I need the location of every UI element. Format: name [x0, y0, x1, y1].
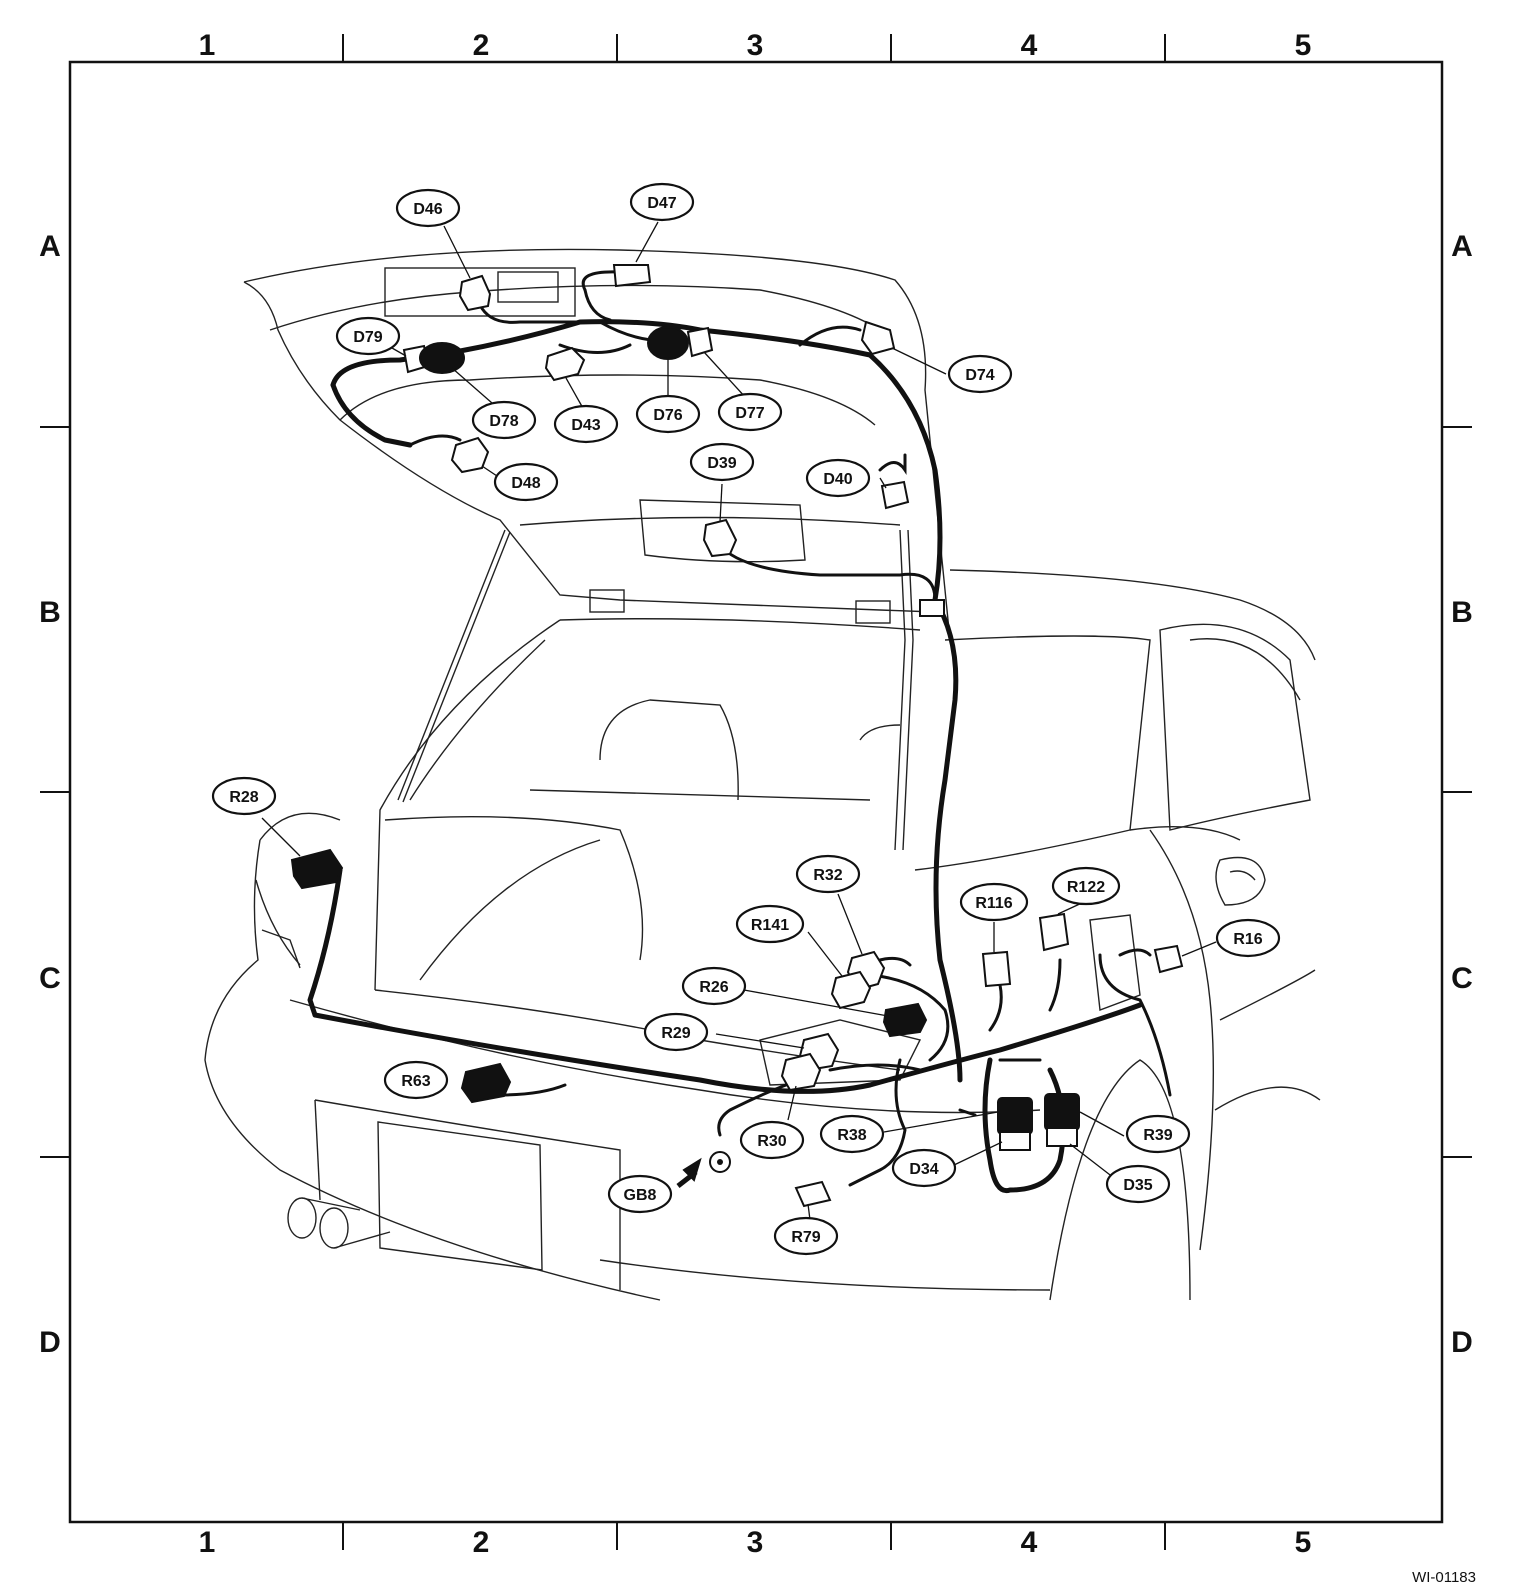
- grid-row-left-B: B: [39, 596, 61, 629]
- label-D39: D39: [707, 455, 736, 472]
- callout-R29: R29: [643, 1012, 709, 1052]
- callout-R38: R38: [819, 1114, 885, 1154]
- callout-R39: R39: [1125, 1114, 1191, 1154]
- grid-col-top-1: 1: [199, 29, 216, 62]
- wiring-harness: [307, 268, 1172, 1194]
- label-R141: R141: [751, 917, 789, 934]
- grid-col-top-4: 4: [1021, 29, 1038, 62]
- callout-D78: D78: [471, 400, 537, 440]
- grid-col-bottom-3: 3: [747, 1526, 764, 1559]
- label-D34: D34: [909, 1161, 938, 1178]
- callout-R79: R79: [773, 1216, 839, 1256]
- callout-R30: R30: [739, 1120, 805, 1160]
- label-D35: D35: [1123, 1177, 1152, 1194]
- label-R32: R32: [813, 867, 842, 884]
- callout-D46: D46: [395, 188, 461, 228]
- label-R28: R28: [229, 789, 258, 806]
- label-R122: R122: [1067, 879, 1105, 896]
- callout-R26: R26: [681, 966, 747, 1006]
- callout-R116: R116: [959, 882, 1029, 922]
- label-R26: R26: [699, 979, 728, 996]
- callout-R16: R16: [1215, 918, 1281, 958]
- label-D48: D48: [511, 475, 540, 492]
- grid-row-right-C: C: [1451, 962, 1473, 995]
- grid-row-left-C: C: [39, 962, 61, 995]
- figure-code: WI-01183: [1412, 1569, 1476, 1586]
- grid-row-left-A: A: [39, 230, 61, 263]
- callout-D34: D34: [891, 1148, 957, 1188]
- label-D79: D79: [353, 329, 382, 346]
- grid-row-right-B: B: [1451, 596, 1473, 629]
- grid-col-bottom-1: 1: [199, 1526, 216, 1559]
- grid-row-right-A: A: [1451, 230, 1473, 263]
- diagram-border: [68, 60, 1444, 1524]
- grid-col-top-5: 5: [1295, 29, 1312, 62]
- callout-D77: D77: [717, 392, 783, 432]
- connector-shapes: [290, 264, 1184, 1208]
- callout-R28: R28: [211, 776, 277, 816]
- callout-D40: D40: [805, 458, 871, 498]
- grid-frame: [40, 34, 1472, 1550]
- label-D76: D76: [653, 407, 682, 424]
- callout-R32: R32: [795, 854, 861, 894]
- label-D46: D46: [413, 201, 442, 218]
- label-D74: D74: [965, 367, 994, 384]
- callout-D39: D39: [689, 442, 755, 482]
- label-R30: R30: [757, 1133, 786, 1150]
- callout-D79: D79: [335, 316, 401, 356]
- grid-row-right-D: D: [1451, 1326, 1473, 1359]
- callout-D35: D35: [1105, 1164, 1171, 1204]
- callout-R63: R63: [383, 1060, 449, 1100]
- label-R39: R39: [1143, 1127, 1172, 1144]
- label-D77: D77: [735, 405, 764, 422]
- grid-col-bottom-5: 5: [1295, 1526, 1312, 1559]
- grid-row-left-D: D: [39, 1326, 61, 1359]
- callout-D47: D47: [629, 182, 695, 222]
- grid-col-top-3: 3: [747, 29, 764, 62]
- label-D78: D78: [489, 413, 518, 430]
- grid-col-top-2: 2: [473, 29, 490, 62]
- label-D43: D43: [571, 417, 600, 434]
- grid-col-bottom-2: 2: [473, 1526, 490, 1559]
- callout-D43: D43: [553, 404, 619, 444]
- callout-R141: R141: [735, 904, 805, 944]
- label-R63: R63: [401, 1073, 430, 1090]
- label-D47: D47: [647, 195, 676, 212]
- label-R16: R16: [1233, 931, 1262, 948]
- grid-col-bottom-4: 4: [1021, 1526, 1038, 1559]
- label-GB8: GB8: [624, 1187, 657, 1204]
- label-R116: R116: [975, 895, 1012, 912]
- label-D40: D40: [823, 471, 852, 488]
- callout-GB8: GB8: [607, 1174, 673, 1214]
- callout-D76: D76: [635, 394, 701, 434]
- callout-D48: D48: [493, 462, 559, 502]
- callout-R122: R122: [1051, 866, 1121, 906]
- label-R79: R79: [791, 1229, 820, 1246]
- label-R38: R38: [837, 1127, 866, 1144]
- label-R29: R29: [661, 1025, 690, 1042]
- callout-D74: D74: [947, 354, 1013, 394]
